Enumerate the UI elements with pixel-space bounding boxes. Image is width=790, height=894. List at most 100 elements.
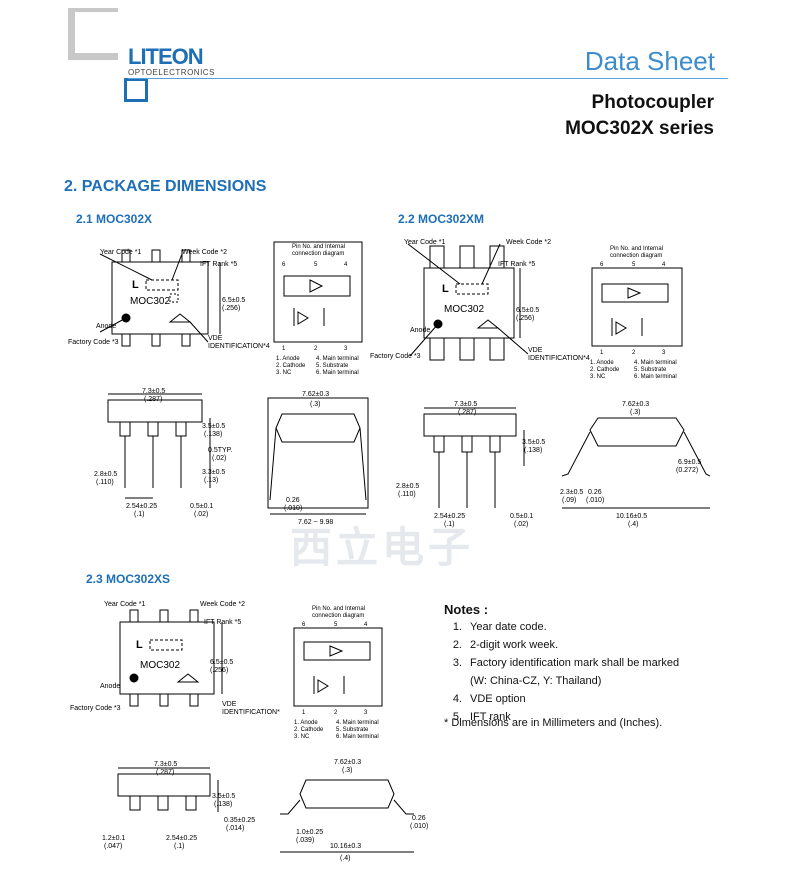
s-dim-12: 1.2±0.1 xyxy=(102,835,125,842)
s-dim-014: (.014) xyxy=(226,825,244,832)
moc302xs-end-view-drawing: 7.62±0.3 (.3) 1.0±0.25 (.039) 0.26 (.010… xyxy=(280,759,428,862)
m-pin-title-2: connection diagram xyxy=(610,253,662,259)
dim-762-998: 7.62 ~ 9.98 xyxy=(298,519,333,526)
m-pin-legend-2: 2. Cathode xyxy=(590,367,620,373)
m-dim-287: (.287) xyxy=(458,409,476,416)
dimensions-note: * Dimensions are in Millimeters and (Inc… xyxy=(444,717,663,729)
product-series: MOC302X series xyxy=(565,118,714,139)
s-pin-title-1: Pin No. and Internal xyxy=(312,606,365,612)
s-dim-3: (.3) xyxy=(342,767,353,774)
subsection-2-title: 2.2 MOC302XM xyxy=(398,212,485,226)
m-dim-73: 7.3±0.5 xyxy=(454,401,477,408)
moc302xm-top-view-drawing: Year Code *1 Week Code *2 IFT Rank *5 L … xyxy=(370,239,590,362)
s-pin-6: 6 xyxy=(302,622,306,628)
pin-legend-2: 2. Cathode xyxy=(276,363,306,369)
s-label-anode: Anode xyxy=(100,683,120,690)
m-dim-762: 7.62±0.3 xyxy=(622,401,649,408)
dim-110: (.110) xyxy=(96,479,114,486)
label-week-code: Week Code *2 xyxy=(182,249,227,256)
m-dim-4: (.4) xyxy=(628,521,639,528)
dim-138: (.138) xyxy=(204,431,222,438)
pin-legend-3: 3. NC xyxy=(276,370,292,376)
s-pin-legend-2: 2. Cathode xyxy=(294,727,324,733)
moc302xs-pin-diagram: Pin No. and Internal connection diagram … xyxy=(293,606,383,740)
pin-legend-6: 6. Main terminal xyxy=(316,370,359,376)
m-dim-35: 3.5±0.5 xyxy=(522,439,545,446)
s-dim-1016: 10.16±0.3 xyxy=(330,843,361,850)
pin-legend-5: 5. Substrate xyxy=(316,363,349,369)
s-dim-026: 0.26 xyxy=(412,815,426,822)
moc302x-top-view-drawing: Year Code *1 Week Code *2 IFT Rank *5 L … xyxy=(68,249,270,350)
svg-text:L: L xyxy=(136,639,143,651)
note-item: 1.Year date code. xyxy=(452,621,547,633)
moc302xm-side-view-drawing: 7.3±0.5 (.287) 3.5±0.5 (.138) 2.8±0.5 (.… xyxy=(396,401,545,528)
m-dim-272: (0.272) xyxy=(676,467,698,474)
s-dim-138: (.138) xyxy=(214,801,232,808)
s-dim-287: (.287) xyxy=(156,769,174,776)
m-pin-legend-6: 6. Main terminal xyxy=(634,374,677,380)
s-label-vde-id: IDENTIFICATION*4 xyxy=(222,709,280,716)
dim-02b: (.02) xyxy=(194,511,208,518)
m-pin-6: 6 xyxy=(600,262,604,268)
label-ift-rank: IFT Rank *5 xyxy=(200,261,237,268)
pin-3: 3 xyxy=(344,346,348,352)
s-dim-10: 1.0±0.25 xyxy=(296,829,323,836)
m-label-factory-code: Factory Code *3 xyxy=(370,353,421,360)
m-dim-1: (.1) xyxy=(444,521,455,528)
m-pin-legend-3: 3. NC xyxy=(590,374,606,380)
m-pin-3: 3 xyxy=(662,350,666,356)
m-dim-69: 6.9±0.5 xyxy=(678,459,701,466)
s-label-week-code: Week Code *2 xyxy=(200,601,245,608)
moc302x-end-view-drawing: 7.62±0.3 (.3) 0.26 (.010) 7.62 ~ 9.98 xyxy=(267,391,369,526)
label-part: MOC302 xyxy=(130,296,170,307)
pin-1: 1 xyxy=(282,346,286,352)
m-label-vde-id: IDENTIFICATION*4 xyxy=(528,355,590,362)
dim-33: 3.3±0.5 xyxy=(202,469,225,476)
svg-text:L: L xyxy=(132,279,139,291)
product-title: Photocoupler xyxy=(591,92,714,113)
m-dim-256: (.256) xyxy=(516,315,534,322)
moc302xm-end-view-drawing: 7.62±0.3 (.3) 2.3±0.5 (.09) 0.26 (.010) … xyxy=(560,401,710,528)
label-vde: VDE xyxy=(208,335,223,342)
s-dim-256: (.256) xyxy=(210,667,228,674)
dim-1: (.1) xyxy=(134,511,145,518)
s-pin-title-2: connection diagram xyxy=(312,613,364,619)
label-factory-code: Factory Code *3 xyxy=(68,339,119,346)
s-dim-1: (.1) xyxy=(174,843,185,850)
subsection-3-title: 2.3 MOC302XS xyxy=(86,572,171,586)
note-item: 5.IFT rank xyxy=(452,711,511,723)
dim-010: (.010) xyxy=(284,505,302,512)
moc302x-pin-diagram: Pin No. and Internal connection diagram … xyxy=(273,241,363,376)
moc302xs-top-view-drawing: Year Code *1 Week Code *2 IFT Rank *5 L … xyxy=(70,601,280,716)
dim-05typ: 0.5TYP. xyxy=(208,447,232,454)
m-dim-254: 2.54±0.25 xyxy=(434,513,465,520)
m-dim-65: 6.5±0.5 xyxy=(516,307,539,314)
m-pin-4: 4 xyxy=(662,262,666,268)
pin-title-1: Pin No. and Internal xyxy=(292,244,345,250)
dim-3: (.3) xyxy=(310,401,321,408)
m-label-vde: VDE xyxy=(528,347,543,354)
pin-5: 5 xyxy=(314,262,318,268)
s-dim-254: 2.54±0.25 xyxy=(166,835,197,842)
m-label-anode: Anode xyxy=(410,327,430,334)
s-label-year-code: Year Code *1 xyxy=(104,601,145,608)
s-dim-35: 3.5±0.5 xyxy=(212,793,235,800)
s-pin-legend-5: 5. Substrate xyxy=(336,727,369,733)
brand-logo-text: LITEON xyxy=(128,44,204,69)
brand-subtitle: OPTOELECTRONICS xyxy=(128,68,215,77)
s-pin-legend-1: 1. Anode xyxy=(294,720,318,726)
dim-13: (.13) xyxy=(204,477,218,484)
dim-02: (.02) xyxy=(212,455,226,462)
m-dim-010: (.010) xyxy=(586,497,604,504)
pin-legend-1: 1. Anode xyxy=(276,356,300,362)
svg-text:L: L xyxy=(442,283,449,295)
dim-28: 2.8±0.5 xyxy=(94,471,117,478)
m-dim-28: 2.8±0.5 xyxy=(396,483,419,490)
m-dim-026: 0.26 xyxy=(588,489,602,496)
doc-type-title: Data Sheet xyxy=(584,46,715,76)
moc302xs-side-view-drawing: 7.3±0.5 (.287) 3.5±0.5 (.138) 0.35±0.25 … xyxy=(102,761,255,850)
m-pin-1: 1 xyxy=(600,350,604,356)
m-dim-138: (.138) xyxy=(524,447,542,454)
s-dim-762: 7.62±0.3 xyxy=(334,759,361,766)
m-dim-23: 2.3±0.5 xyxy=(560,489,583,496)
